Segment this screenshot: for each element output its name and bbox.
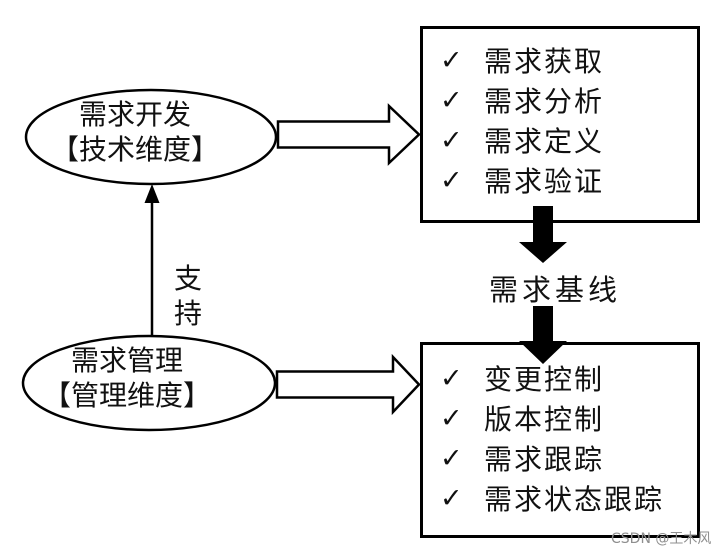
management-ellipse-line1: 需求管理 xyxy=(70,344,183,377)
checklist-item: ✓ 需求跟踪 xyxy=(440,438,664,478)
development-ellipse-label: 需求开发 【技术维度】 xyxy=(10,97,260,167)
development-ellipse-line2: 【技术维度】 xyxy=(50,133,219,166)
checklist-item-label: 需求验证 xyxy=(484,165,605,198)
management-ellipse-label: 需求管理 【管理维度】 xyxy=(2,343,252,413)
checklist-item: ✓ 版本控制 xyxy=(440,398,664,438)
management-block-arrow xyxy=(275,353,421,416)
checklist-item: ✓ 需求状态跟踪 xyxy=(440,478,664,518)
development-activities-box-shape xyxy=(420,26,700,223)
checkmark-icon: ✓ xyxy=(440,402,463,434)
checklist-item-label: 需求状态跟踪 xyxy=(484,483,665,516)
checkmark-icon: ✓ xyxy=(440,362,463,394)
watermark-text: CSDN @王木风 xyxy=(611,531,712,547)
checklist-item-label: 需求分析 xyxy=(484,85,605,118)
management-ellipse-shape xyxy=(21,334,277,432)
checklist-item: ✓ 需求验证 xyxy=(440,160,604,200)
development-ellipse-shape xyxy=(24,88,278,186)
checkmark-icon: ✓ xyxy=(440,84,463,116)
baseline-label: 需求基线 xyxy=(488,273,621,307)
checklist-item-label: 版本控制 xyxy=(484,403,605,436)
management-activities-list: ✓ 变更控制 ✓ 版本控制 ✓ 需求跟踪 ✓ 需求状态跟踪 xyxy=(440,358,664,518)
checkmark-icon: ✓ xyxy=(440,124,463,156)
management-activities-box-shape xyxy=(420,342,700,538)
support-label: 支持 xyxy=(173,262,202,330)
checklist-item-label: 需求获取 xyxy=(484,45,605,78)
checkmark-icon: ✓ xyxy=(440,44,463,76)
checklist-item: ✓ 需求定义 xyxy=(440,120,604,160)
support-arrowhead-icon xyxy=(144,184,160,203)
development-ellipse-line1: 需求开发 xyxy=(78,98,191,131)
development-activities-list: ✓ 需求获取 ✓ 需求分析 ✓ 需求定义 ✓ 需求验证 xyxy=(440,40,604,200)
checkmark-icon: ✓ xyxy=(440,482,463,514)
checklist-item-label: 变更控制 xyxy=(484,363,605,396)
management-ellipse-line2: 【管理维度】 xyxy=(42,379,211,412)
baseline-arrow-bottom xyxy=(519,306,567,364)
checkmark-icon: ✓ xyxy=(440,164,463,196)
development-block-arrow xyxy=(276,103,421,166)
checklist-item-label: 需求跟踪 xyxy=(484,443,605,476)
checklist-item: ✓ 变更控制 xyxy=(440,358,664,398)
checklist-item: ✓ 需求获取 xyxy=(440,40,604,80)
baseline-arrow-top xyxy=(519,206,567,263)
checklist-item: ✓ 需求分析 xyxy=(440,80,604,120)
checklist-item-label: 需求定义 xyxy=(484,125,605,158)
checkmark-icon: ✓ xyxy=(440,442,463,474)
